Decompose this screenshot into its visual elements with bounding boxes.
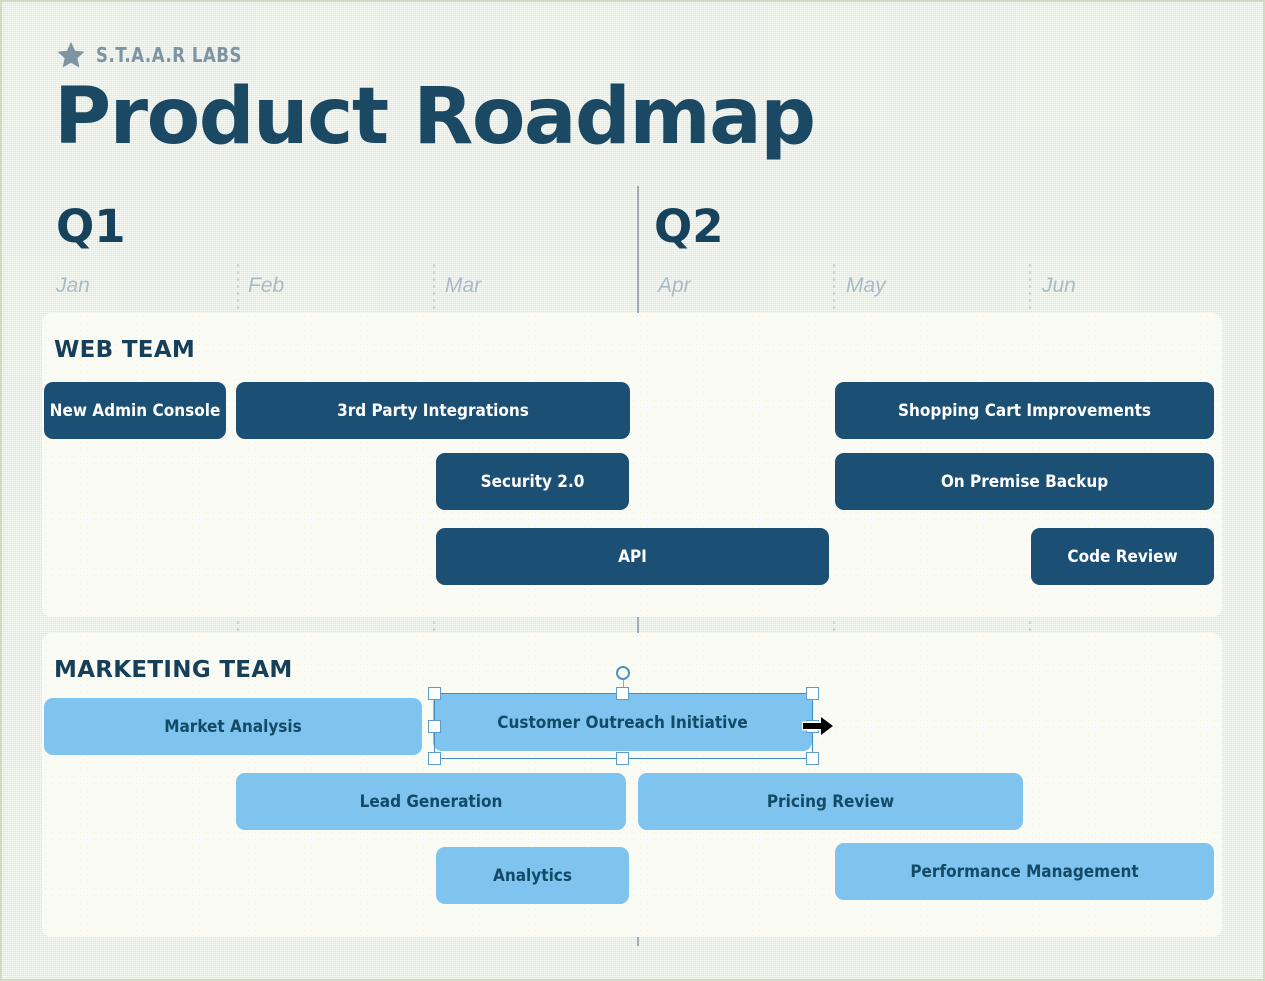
month-label-apr: Apr [658,274,691,297]
quarter-label-q2: Q2 [654,200,724,253]
task-bar[interactable]: New Admin Console [44,382,226,439]
brand-name: S.T.A.A.R LABS [96,43,243,67]
handle-bottom-right[interactable] [806,752,819,765]
rotation-handle[interactable] [616,666,630,680]
month-label-jan: Jan [56,274,90,297]
handle-top-left[interactable] [428,687,441,700]
swimlane-title-web-team: WEB TEAM [54,337,196,363]
swimlane-title-marketing-team: MARKETING TEAM [54,657,293,683]
quarter-label-q1: Q1 [56,200,126,253]
rotation-handle-stem [623,680,624,693]
month-label-mar: Mar [445,274,482,297]
task-bar[interactable]: Code Review [1031,528,1214,585]
task-bar[interactable]: Lead Generation [236,773,626,830]
brand-logo: S.T.A.A.R LABS [56,40,255,70]
handle-bottom-left[interactable] [428,752,441,765]
task-bar[interactable]: Pricing Review [638,773,1023,830]
handle-top-right[interactable] [806,687,819,700]
month-label-may: May [846,274,886,297]
resize-cursor-icon [801,714,836,743]
task-bar[interactable]: Performance Management [835,843,1214,900]
task-bar[interactable]: Shopping Cart Improvements [835,382,1214,439]
star-icon [57,41,85,68]
handle-middle-left[interactable] [428,720,441,733]
handle-top-center[interactable] [616,687,629,700]
month-label-feb: Feb [248,274,285,297]
task-bar[interactable]: Market Analysis [44,698,422,755]
task-bar[interactable]: API [436,528,829,585]
handle-bottom-center[interactable] [616,752,629,765]
page-title: Product Roadmap [54,72,816,162]
task-bar[interactable]: 3rd Party Integrations [236,382,630,439]
task-bar[interactable]: Customer Outreach Initiative [433,694,812,751]
task-bar[interactable]: Security 2.0 [436,453,629,510]
task-bar[interactable]: Analytics [436,847,629,904]
month-label-jun: Jun [1042,274,1076,297]
task-bar[interactable]: On Premise Backup [835,453,1214,510]
